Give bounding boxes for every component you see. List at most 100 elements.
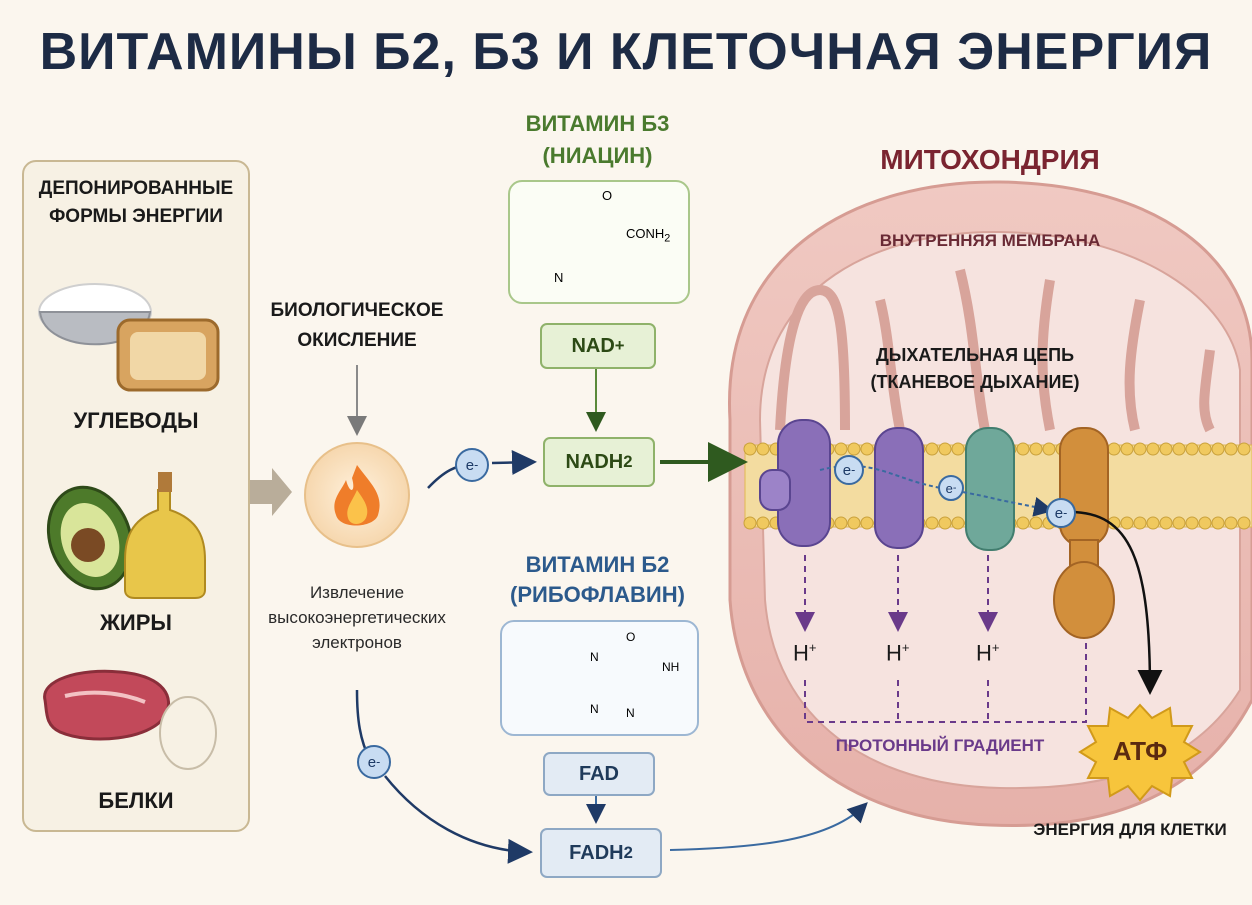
ribo-o1: O bbox=[626, 630, 636, 644]
proteins-label: БЕЛКИ bbox=[98, 788, 174, 813]
electron-badge-chain2: e- bbox=[938, 475, 964, 501]
lipid-head bbox=[1237, 516, 1251, 530]
lipid-head bbox=[1146, 516, 1160, 530]
flame-icon bbox=[334, 465, 380, 526]
complex-1 bbox=[759, 419, 831, 547]
lipid-head bbox=[951, 442, 965, 456]
oxidation-caption: Извлечение высокоэнергетических электрон… bbox=[247, 580, 467, 655]
electron-symbol: e bbox=[465, 456, 475, 474]
energy-label: ЭНЕРГИЯ ДЛЯ КЛЕТКИ bbox=[1033, 820, 1227, 839]
electron-badge-nadh: e- bbox=[455, 448, 489, 482]
niacin-conh2-text: CONH bbox=[626, 226, 665, 241]
niacin-o: O bbox=[602, 188, 613, 203]
riboflavin-structure-box bbox=[500, 620, 699, 736]
lipid-head bbox=[1172, 516, 1186, 530]
carbs-label: УГЛЕВОДЫ bbox=[73, 408, 199, 433]
electron-symbol: e bbox=[367, 753, 377, 771]
lipid-head bbox=[847, 516, 861, 530]
fadh-sub: 2 bbox=[623, 843, 633, 862]
proton-3: H+ bbox=[976, 640, 999, 666]
lipid-head bbox=[1198, 516, 1212, 530]
caption-line3: электронов bbox=[312, 633, 402, 652]
complex-4-atp-synthase bbox=[1053, 427, 1115, 639]
resp-chain-label: ДЫХАТЕЛЬНАЯ ЦЕПЬ (ТКАНЕВОЕ ДЫХАНИЕ) bbox=[840, 342, 1110, 396]
ribo-n2: N bbox=[590, 702, 599, 716]
lipid-head bbox=[1029, 442, 1043, 456]
lipid-head bbox=[951, 516, 965, 530]
proton-sup: + bbox=[901, 640, 910, 655]
complex-3 bbox=[965, 427, 1015, 551]
electron-badge-chain1: e- bbox=[834, 455, 864, 485]
electron-sup: - bbox=[851, 463, 856, 477]
fats-label: ЖИРЫ bbox=[100, 610, 172, 635]
fadh-text: FADH bbox=[569, 841, 624, 864]
storage-panel bbox=[22, 160, 250, 832]
lipid-head bbox=[1120, 442, 1134, 456]
lipid-head bbox=[743, 442, 757, 456]
ribo-nh: NH bbox=[662, 660, 680, 674]
electron-sup: - bbox=[1063, 506, 1068, 520]
electron-sup: - bbox=[474, 458, 479, 472]
lipid-head bbox=[756, 516, 770, 530]
electron-transport-path bbox=[819, 464, 1054, 517]
b2-title: ВИТАМИН Б2 (РИБОФЛАВИН) bbox=[490, 550, 705, 610]
lipid-head bbox=[1185, 516, 1199, 530]
storage-heading: ДЕПОНИРОВАННЫЕ ФОРМЫ ЭНЕРГИИ bbox=[22, 175, 250, 231]
lipid-head bbox=[1133, 442, 1147, 456]
atp-arrow bbox=[1069, 510, 1163, 695]
electron-sup: - bbox=[376, 755, 381, 769]
proton-sup: + bbox=[991, 640, 1000, 655]
proton-pump-arrows bbox=[795, 555, 998, 632]
electron-symbol: e bbox=[1054, 504, 1064, 522]
lipid-head bbox=[1029, 516, 1043, 530]
lipid-head bbox=[1133, 516, 1147, 530]
page-title: ВИТАМИНЫ Б2, Б3 И КЛЕТОЧНАЯ ЭНЕРГИЯ bbox=[39, 23, 1213, 81]
lipid-head bbox=[1107, 442, 1121, 456]
proton-gradient-bracket bbox=[804, 640, 1087, 723]
nadh-sub: 2 bbox=[623, 452, 633, 471]
lipid-head bbox=[925, 516, 939, 530]
proton-sup: + bbox=[808, 640, 817, 655]
lipid-head bbox=[925, 442, 939, 456]
lipid-head bbox=[1016, 442, 1030, 456]
oxidation-label: БИОЛОГИЧЕСКОЕ ОКИСЛЕНИЕ bbox=[247, 296, 467, 356]
lipid-head bbox=[1042, 442, 1056, 456]
lipid-head bbox=[938, 516, 952, 530]
proton-1: H+ bbox=[793, 640, 816, 666]
lipid-head bbox=[1172, 442, 1186, 456]
oxidation-label-line2: ОКИСЛЕНИЕ bbox=[297, 330, 417, 351]
caption-line1: Извлечение bbox=[309, 583, 405, 602]
fadh-to-chain-arrow bbox=[669, 802, 868, 851]
proton-text: H bbox=[976, 640, 992, 666]
ribo-n1: N bbox=[590, 650, 599, 664]
proton-gradient-label: ПРОТОННЫЙ ГРАДИЕНТ bbox=[835, 736, 1045, 755]
lipid-head bbox=[834, 516, 848, 530]
lipid-head bbox=[1016, 516, 1030, 530]
nad-text: NAD bbox=[571, 334, 615, 357]
atp-star bbox=[1078, 703, 1202, 802]
atp-label: АТФ bbox=[1112, 736, 1168, 766]
panel-to-oxidation-arrow bbox=[246, 468, 292, 516]
lipid-head bbox=[743, 516, 757, 530]
b2-title-line2: (РИБОФЛАВИН) bbox=[510, 582, 685, 607]
lipid-head bbox=[1224, 516, 1238, 530]
proton-2: H+ bbox=[886, 640, 909, 666]
electron-badge-chain3: e- bbox=[1046, 498, 1076, 528]
lipid-head bbox=[1211, 516, 1225, 530]
electron-symbol: e bbox=[842, 461, 852, 479]
proton-text: H bbox=[886, 640, 902, 666]
lipid-head bbox=[1159, 442, 1173, 456]
oxidation-label-line1: БИОЛОГИЧЕСКОЕ bbox=[270, 300, 444, 321]
lipid-head bbox=[847, 442, 861, 456]
resp-chain-line2: (ТКАНЕВОЕ ДЫХАНИЕ) bbox=[870, 372, 1080, 392]
b3-title: ВИТАМИН Б3 (НИАЦИН) bbox=[490, 108, 705, 172]
lipid-head bbox=[1159, 516, 1173, 530]
niacin-n: N bbox=[554, 270, 564, 285]
mito-title: МИТОХОНДРИЯ bbox=[880, 144, 1100, 175]
proton-text: H bbox=[793, 640, 809, 666]
lipid-head bbox=[1120, 516, 1134, 530]
lipid-head bbox=[1211, 442, 1225, 456]
lipid-head bbox=[1185, 442, 1199, 456]
